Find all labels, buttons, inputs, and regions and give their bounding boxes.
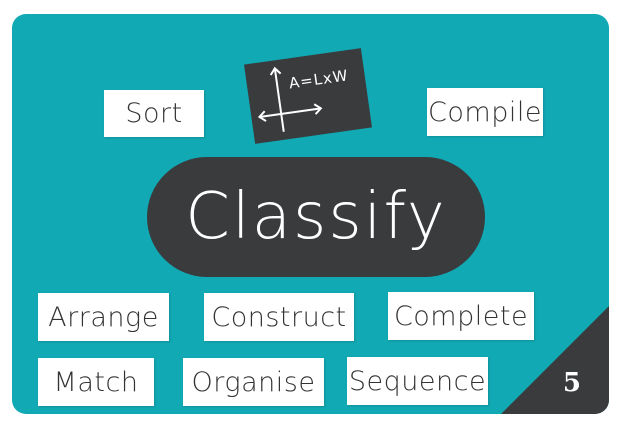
corner-triangle [501, 306, 609, 414]
blackboard-graph: A=LxW [244, 48, 372, 144]
word-card-sequence: Sequence [347, 357, 488, 405]
word-card-compile: Compile [427, 88, 543, 136]
page-number: 5 [562, 368, 581, 398]
word-card-organise: Organise [183, 358, 324, 406]
word-card-sort: Sort [104, 90, 204, 137]
word-card-complete: Complete [388, 292, 534, 340]
word-card-construct: Construct [204, 293, 354, 341]
word-card-match: Match [38, 358, 154, 406]
title-pill: Classify [147, 157, 485, 277]
classify-card: A=LxW Sort Compile Classify Arrange Cons… [12, 14, 609, 414]
axes-icon [257, 66, 323, 132]
word-card-arrange: Arrange [38, 293, 169, 341]
